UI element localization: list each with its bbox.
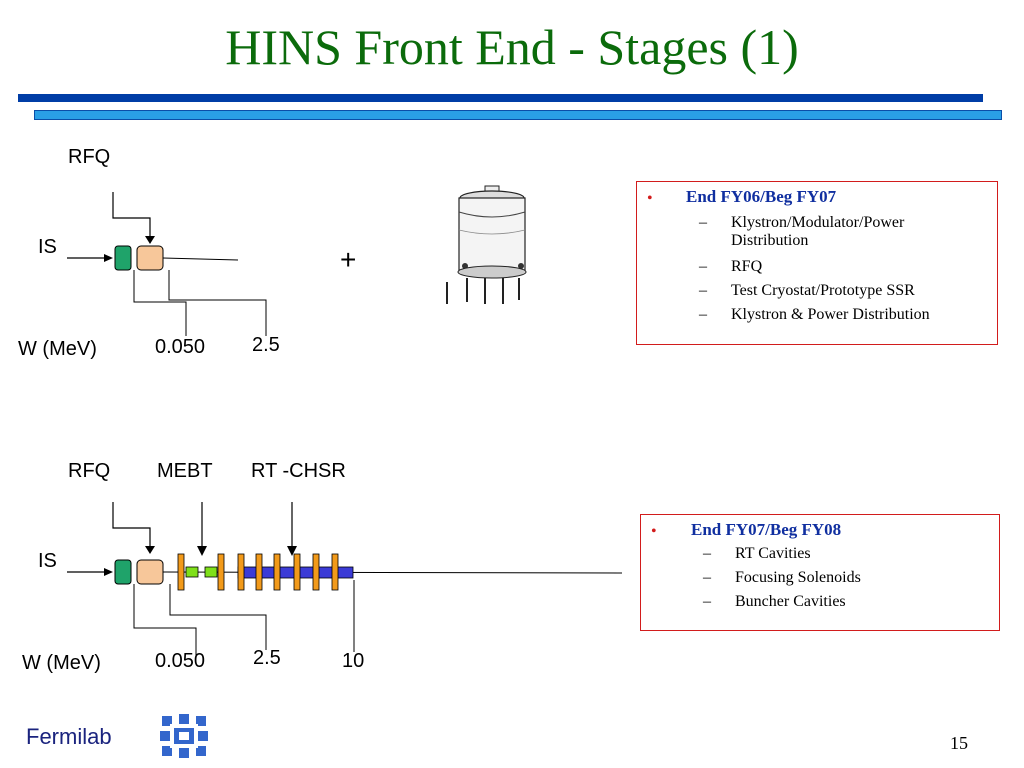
- beam-line: [162, 257, 239, 261]
- rt-cavity: [273, 553, 281, 591]
- is-arrowhead: [104, 254, 113, 262]
- rtchsr-arrowhead: [287, 546, 297, 556]
- mebt-label: MEBT: [157, 460, 213, 482]
- energy-value-1: 0.050: [155, 336, 206, 358]
- rt-cavity: [255, 553, 263, 591]
- page-number: 15: [950, 733, 968, 753]
- rfq-label: RFQ: [68, 146, 111, 168]
- energy-value-2: 2.5: [252, 334, 280, 356]
- dash-marker: –: [699, 214, 707, 231]
- stage2-diagram: [67, 502, 623, 658]
- mebt-arrowhead: [197, 546, 207, 556]
- rfq-arrowhead: [145, 236, 155, 244]
- energy-leader-2: [169, 584, 267, 650]
- energy-leader-1: [133, 584, 197, 658]
- rt-cavity: [237, 553, 245, 591]
- rt-cavity: [331, 553, 339, 591]
- w-mev-label: W (MeV): [18, 338, 97, 360]
- stage2-item: RT Cavities: [735, 545, 811, 562]
- rt-cavity: [293, 553, 301, 591]
- fermilab-logo-icon: [160, 714, 208, 758]
- stage2-heading: End FY07/Beg FY08: [691, 520, 842, 539]
- bullet-marker: •: [651, 523, 657, 540]
- w-mev-label: W (MeV): [22, 652, 101, 674]
- cryostat-image: [446, 185, 527, 304]
- beam-line: [162, 571, 623, 574]
- rt-chsr-label: RT -CHSR: [251, 460, 346, 482]
- fermilab-logo-text: Fermilab: [26, 724, 112, 749]
- ion-source-block: [114, 245, 132, 271]
- mebt-cavity: [177, 553, 185, 591]
- dash-marker: –: [699, 258, 707, 275]
- stage2-item: Buncher Cavities: [735, 593, 846, 610]
- stage2-info-box: • End FY07/Beg FY08 – RT Cavities – Focu…: [640, 514, 1000, 631]
- title-underline-light: [34, 110, 1002, 120]
- stage1-diagram: [67, 192, 267, 336]
- dash-marker: –: [699, 282, 707, 299]
- rt-cavity: [312, 553, 320, 591]
- slide-title: HINS Front End - Stages (1): [225, 19, 799, 75]
- energy-value-1: 0.050: [155, 650, 206, 672]
- is-label: IS: [38, 236, 57, 258]
- rfq-block: [136, 245, 164, 271]
- dash-marker: –: [703, 545, 711, 562]
- rfq-arrow-line: [112, 192, 151, 242]
- rfq-block: [136, 559, 164, 585]
- stage1-item: RFQ: [731, 258, 763, 275]
- dash-marker: –: [703, 593, 711, 610]
- stage1-item: Klystron & Power Distribution: [731, 306, 930, 323]
- energy-leader-1: [133, 270, 187, 336]
- title-underline-dark: [18, 94, 983, 102]
- bullet-marker: •: [647, 190, 653, 207]
- mebt-quad: [185, 566, 199, 578]
- dash-marker: –: [703, 569, 711, 586]
- stage1-info-box: • End FY06/Beg FY07 – Klystron/Modulator…: [636, 181, 998, 345]
- is-arrowhead: [104, 568, 113, 576]
- stage1-item: Klystron/Modulator/Power Distribution: [731, 214, 905, 249]
- rfq-arrow-line: [112, 502, 151, 552]
- stage1-item: Test Cryostat/Prototype SSR: [731, 282, 915, 299]
- energy-value-2: 2.5: [253, 647, 281, 669]
- mebt-quad: [204, 566, 218, 578]
- rfq-arrowhead: [145, 546, 155, 554]
- is-label: IS: [38, 550, 57, 572]
- mebt-cavity: [217, 553, 225, 591]
- dash-marker: –: [699, 306, 707, 323]
- rfq-label: RFQ: [68, 460, 111, 482]
- energy-value-3: 10: [342, 650, 365, 672]
- plus-sign: +: [340, 244, 357, 275]
- stage2-item: Focusing Solenoids: [735, 569, 861, 586]
- ion-source-block: [114, 559, 132, 585]
- stage1-heading: End FY06/Beg FY07: [686, 187, 837, 206]
- energy-leader-2: [168, 270, 267, 336]
